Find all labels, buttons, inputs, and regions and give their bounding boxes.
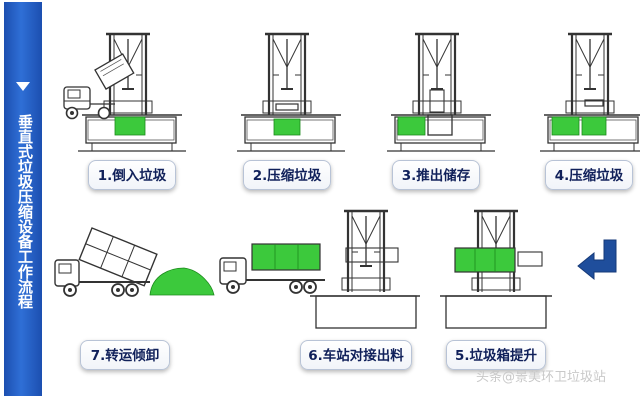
step-4-label: 4.压缩垃圾 [545,160,633,190]
step-7-label: 7.转运倾卸 [80,340,170,370]
triangle-down-icon [16,82,30,91]
step-1-label: 1.倒入垃圾 [88,160,176,190]
panel-6-illustration [219,209,420,329]
sidebar-title-bar: 垂直式垃圾压缩设备工作流程 [4,2,42,396]
panel-5-illustration [440,209,552,329]
step-3-label: 3.推出储存 [392,160,480,190]
step-6-label: 6.车站对接出料 [300,340,412,370]
panel-7-illustration [54,227,215,297]
panel-3-illustration [386,32,496,152]
watermark: 头条@景美环卫垃圾站 [476,370,607,385]
step-2-label: 2.压缩垃圾 [243,160,331,190]
step-5-label: 5.垃圾箱提升 [446,340,546,370]
diagram-title: 垂直式垃圾压缩设备工作流程 [16,114,34,309]
panel-2-illustration [236,32,346,152]
panel-4-illustration [539,32,640,152]
flow-arrow-icon [577,239,617,281]
panel-1-illustration [63,32,187,152]
